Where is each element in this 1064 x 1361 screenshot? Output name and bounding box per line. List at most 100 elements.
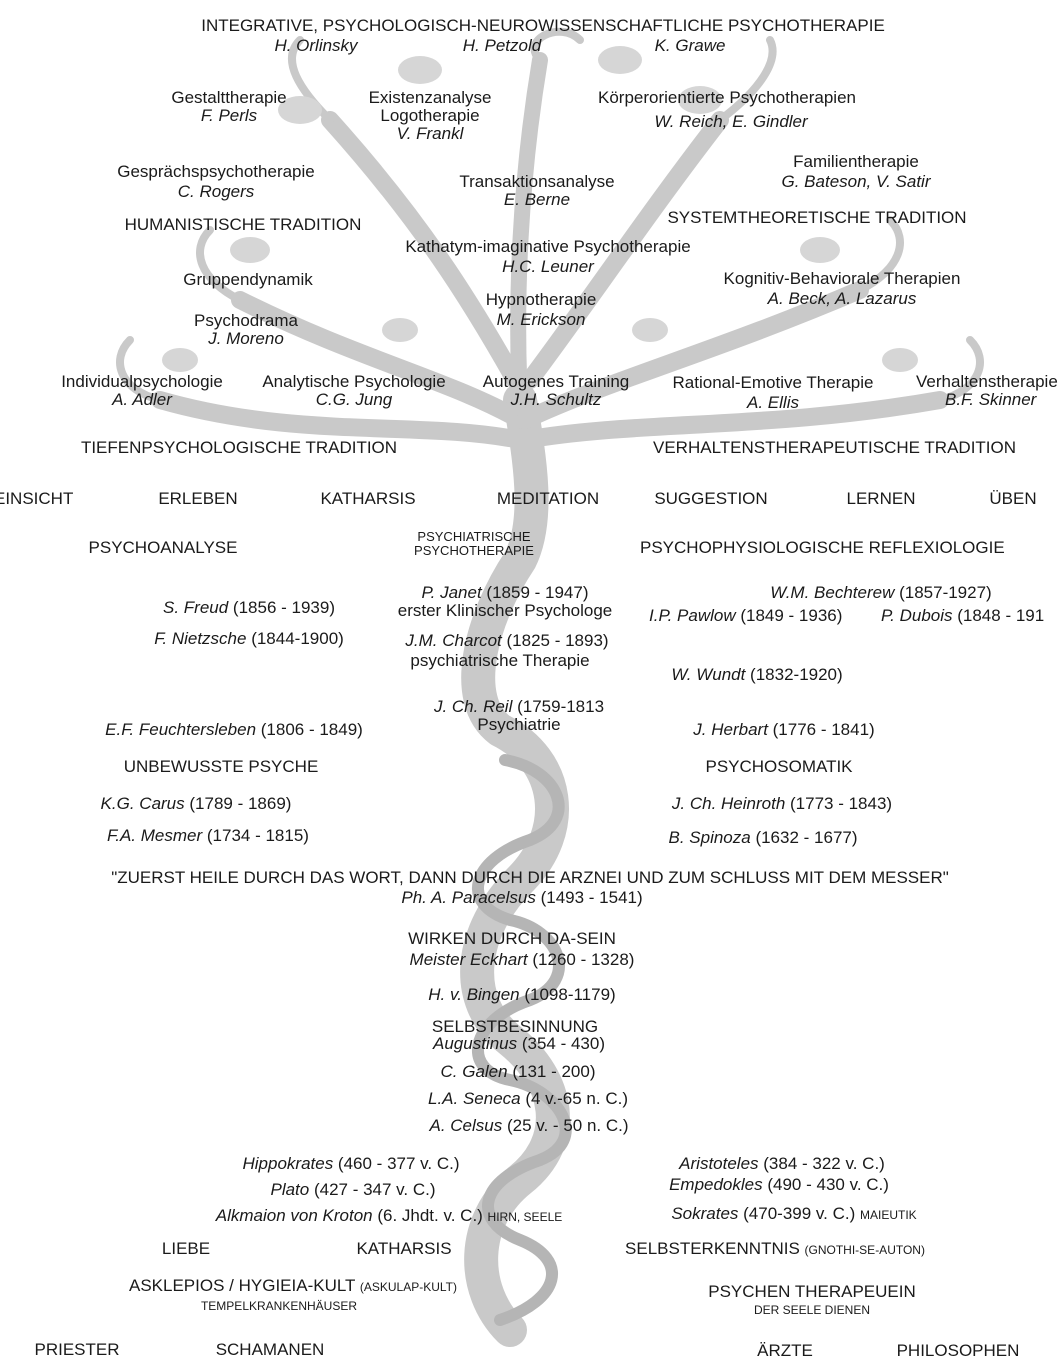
concept-psychosomatik: PSYCHOSOMATIK (705, 757, 853, 776)
analytisch-name: C.G. Jung (315, 390, 393, 409)
systemtheoretisch-tradition: SYSTEMTHEORETISCHE TRADITION (667, 208, 967, 227)
gespraech-label: Gesprächspsychotherapie (117, 162, 315, 181)
top-name-petzold: H. Petzold (462, 36, 542, 55)
person-herbart: J. Herbart (1776 - 1841) (693, 720, 875, 739)
school-reflexiologie: PSYCHOPHYSIOLOGISCHE REFLEXIOLOGIE (640, 538, 1005, 557)
person-janet: P. Janet (1859 - 1947) (421, 583, 589, 602)
kognitiv-label: Kognitiv-Behaviorale Therapien (723, 269, 961, 288)
psychodrama-label: Psychodrama (194, 311, 298, 330)
leaves (162, 46, 918, 372)
familie-label: Familientherapie (793, 152, 919, 171)
top-name-orlinsky: H. Orlinsky (274, 36, 358, 55)
twigs (116, 27, 984, 404)
paracelsus-quote: "ZUERST HEILE DURCH DAS WORT, DANN DURCH… (111, 868, 949, 887)
school-psychiatrische-1: PSYCHIATRISCHE (417, 529, 531, 544)
method-einsicht: EINSICHT (0, 489, 74, 508)
concept-asklepios: ASKLEPIOS / HYGIEIA-KULT (ASKULAP-KULT) (129, 1276, 457, 1295)
person-hippokrates: Hippokrates (460 - 377 v. C.) (242, 1154, 460, 1173)
concept-psychen: PSYCHEN THERAPEUEIN (708, 1282, 916, 1301)
existenz-label: Existenzanalyse (368, 88, 492, 107)
transaktion-label: Transaktionsanalyse (459, 172, 615, 191)
concept-selbstbesinnung: SELBSTBESINNUNG (431, 1017, 599, 1036)
gruppe-label: Gruppendynamik (183, 270, 313, 289)
person-alkmaion: Alkmaion von Kroton (6. Jhdt. v. C.) HIR… (215, 1206, 563, 1225)
katathym-label: Kathatym-imaginative Psychotherapie (405, 237, 691, 256)
gestalt-name: F. Perls (200, 106, 258, 125)
concept-tempel: TEMPELKRANKENHÄUSER (200, 1299, 358, 1313)
gestalt-label: Gestalttherapie (171, 88, 287, 107)
concept-unbewusst: UNBEWUSSTE PSYCHE (123, 757, 319, 776)
person-aristoteles: Aristoteles (384 - 322 v. C.) (679, 1154, 885, 1173)
koerper-name: W. Reich, E. Gindler (654, 112, 808, 131)
tree-trunk (460, 383, 570, 1347)
autogen-label: Autogenes Training (482, 372, 630, 391)
root-priester: PRIESTER (34, 1340, 120, 1359)
school-psychoanalyse: PSYCHOANALYSE (88, 538, 238, 557)
humanistisch-tradition: HUMANISTISCHE TRADITION (124, 215, 362, 234)
top-title: INTEGRATIVE, PSYCHOLOGISCH-NEUROWISSENSC… (201, 16, 885, 35)
branch-left (151, 111, 529, 449)
branch-right (516, 111, 949, 449)
person-empedokles: Empedokles (490 - 430 v. C.) (669, 1175, 889, 1194)
psychodrama-name: J. Moreno (208, 329, 284, 348)
serpent (472, 754, 572, 1326)
person-charcot: J.M. Charcot (1825 - 1893) (405, 631, 609, 650)
person-spinoza: B. Spinoza (1632 - 1677) (668, 828, 858, 847)
individual-name: A. Adler (112, 390, 172, 409)
root-philosophen: PHILOSOPHEN (896, 1341, 1020, 1360)
koerper-label: Körperorientierte Psychotherapien (598, 88, 856, 107)
person-eckhart: Meister Eckhart (1260 - 1328) (409, 950, 635, 969)
kognitiv-name: A. Beck, A. Lazarus (767, 289, 917, 308)
person-paracelsus: Ph. A. Paracelsus (1493 - 1541) (401, 888, 643, 907)
person-celsus: A. Celsus (25 v. - 50 n. C.) (429, 1116, 629, 1135)
root-aerzte: ÄRZTE (757, 1341, 813, 1360)
logo-label: Logotherapie (380, 106, 480, 125)
tiefen-tradition: TIEFENPSYCHOLOGISCHE TRADITION (80, 438, 398, 457)
hypno-label: Hypnotherapie (485, 290, 597, 309)
person-sokrates: Sokrates (470-399 v. C.) MAIEUTIK (671, 1204, 917, 1223)
person-dubois: P. Dubois (1848 - 191 (881, 606, 1045, 625)
person-plato: Plato (427 - 347 v. C.) (270, 1180, 436, 1199)
individual-label: Individualpsychologie (61, 372, 223, 391)
concept-seele: DER SEELE DIENEN (753, 1303, 871, 1317)
frankl-name: V. Frankl (396, 124, 464, 143)
person-bechterew: W.M. Bechterew (1857-1927) (770, 583, 992, 602)
person-reil: J. Ch. Reil (1759-1813 (433, 697, 605, 716)
person-bingen: H. v. Bingen (1098-1179) (428, 985, 616, 1004)
person-freud: S. Freud (1856 - 1939) (163, 598, 335, 617)
person-reil-note: Psychiatrie (477, 715, 561, 734)
person-heinroth: J. Ch. Heinroth (1773 - 1843) (671, 794, 893, 813)
verhalten-label: Verhaltenstherapie (916, 372, 1058, 391)
concept-liebe: LIEBE (161, 1239, 211, 1258)
person-galen: C. Galen (131 - 200) (440, 1062, 596, 1081)
concept-wirken: WIRKEN DURCH DA-SEIN (408, 929, 616, 948)
rational-name: A. Ellis (747, 393, 799, 412)
person-wundt: W. Wundt (1832-1920) (671, 665, 843, 684)
method-erleben: ERLEBEN (158, 489, 238, 508)
rational-label: Rational-Emotive Therapie (672, 373, 874, 392)
gespraech-name: C. Rogers (177, 182, 255, 201)
branch-center (510, 52, 548, 408)
verhaltens-tradition: VERHALTENSTHERAPEUTISCHE TRADITION (653, 438, 1017, 457)
method-katharsis: KATHARSIS (320, 489, 416, 508)
autogen-name: J.H. Schultz (510, 390, 602, 409)
verhalten-name: B.F. Skinner (945, 390, 1037, 409)
method-suggestion: SUGGESTION (654, 489, 768, 508)
transaktion-name: E. Berne (503, 190, 571, 209)
person-janet-note: erster Klinischer Psychologe (397, 601, 613, 620)
person-nietzsche: F. Nietzsche (1844-1900) (154, 629, 344, 648)
person-pawlow: I.P. Pawlow (1849 - 1936) (649, 606, 843, 625)
method-lernen: LERNEN (846, 489, 916, 508)
person-carus: K.G. Carus (1789 - 1869) (100, 794, 292, 813)
analytisch-label: Analytische Psychologie (262, 372, 446, 391)
person-augustinus: Augustinus (354 - 430) (432, 1034, 606, 1053)
method-ueben: ÜBEN (989, 489, 1037, 508)
method-meditation: MEDITATION (496, 489, 600, 508)
person-feuchtersleben: E.F. Feuchtersleben (1806 - 1849) (105, 720, 363, 739)
person-charcot-note: psychiatrische Therapie (410, 651, 590, 670)
concept-katharsis: KATHARSIS (356, 1239, 452, 1258)
familie-name: G. Bateson, V. Satir (781, 172, 931, 191)
person-mesmer: F.A. Mesmer (1734 - 1815) (107, 826, 309, 845)
hypno-name: M. Erickson (496, 310, 586, 329)
